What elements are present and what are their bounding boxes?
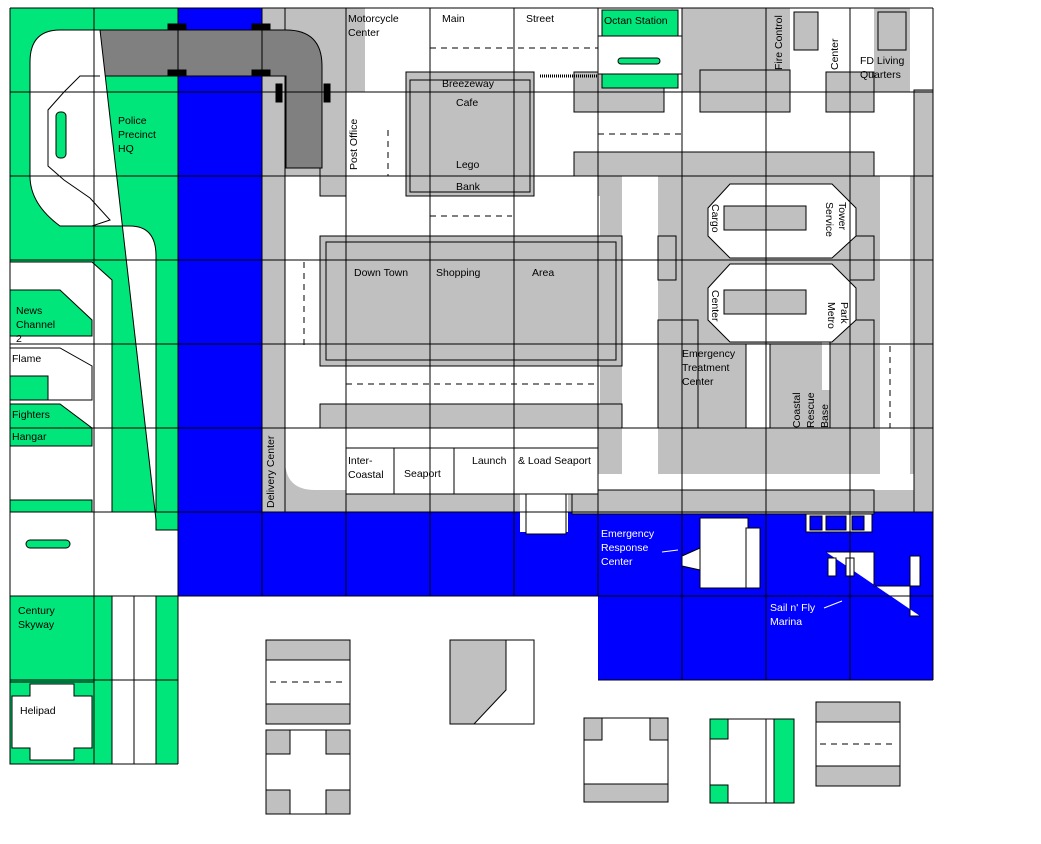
label-breezeway: Breezeway: [442, 78, 495, 90]
label-fire-center: Center: [829, 38, 841, 70]
label-metro-park: MetroPark: [825, 302, 850, 329]
label-cafe: Cafe: [456, 97, 478, 109]
label-cargo-center: Center: [709, 290, 721, 322]
bridge: [99, 23, 331, 169]
cargo-complex: [707, 183, 857, 343]
label-fire-control: Fire Control: [773, 15, 785, 70]
label-down-town: Down Town: [354, 267, 408, 279]
label-hangar: Hangar: [12, 431, 47, 443]
label-helipad: Helipad: [20, 705, 56, 717]
label-bank: Bank: [456, 181, 481, 193]
tile-samples: [265, 639, 901, 815]
octan-station-block: [540, 9, 683, 89]
lane-markings: [303, 47, 891, 428]
label-launch: Launch: [472, 455, 507, 467]
label-area: Area: [532, 267, 554, 279]
label-shopping: Shopping: [436, 267, 481, 279]
label-post-office: Post Office: [348, 119, 360, 170]
label-main: Main: [442, 13, 465, 25]
label-load-seaport: & Load Seaport: [518, 455, 591, 467]
label-lego: Lego: [456, 159, 480, 171]
left-buildings: [9, 289, 95, 765]
map-grid: [9, 7, 934, 765]
label-service-tower: ServiceTower: [823, 202, 848, 237]
label-delivery-center: Delivery Center: [265, 435, 277, 508]
label-cargo: Cargo: [709, 204, 721, 233]
label-fighters: Fighters: [12, 409, 50, 421]
label-octan-station: Octan Station: [604, 15, 668, 27]
label-inter-coastal: Inter-Coastal: [348, 455, 384, 481]
label-street: Street: [526, 13, 554, 25]
label-seaport: Seaport: [404, 468, 441, 480]
label-flame: Flame: [12, 353, 41, 365]
fire-blocks: [793, 11, 907, 51]
